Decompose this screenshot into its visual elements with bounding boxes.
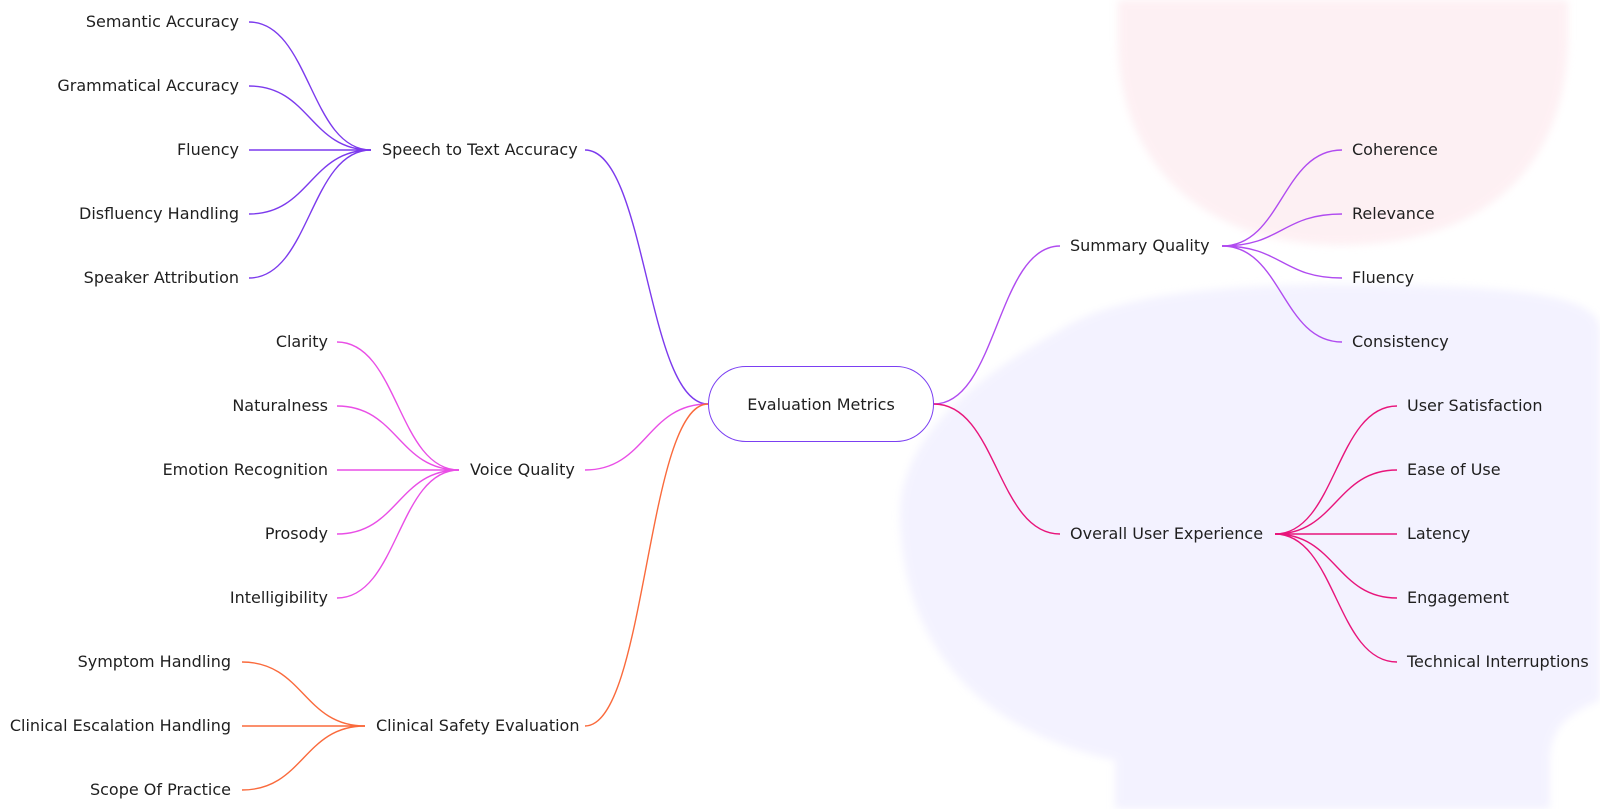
leaf-link-1-0 — [336, 341, 460, 471]
leaf-link-1-1 — [336, 405, 460, 471]
leaf-link-2-0 — [241, 661, 366, 727]
leaf-link-0-3 — [248, 149, 372, 215]
branch-overall-user-experience[interactable]: Overall User Experience — [1070, 524, 1264, 543]
leaf-link-3-2 — [1221, 245, 1343, 279]
leaf-link-3-1 — [1221, 213, 1343, 247]
leaf-link-2-2 — [241, 725, 366, 791]
leaf-consistency[interactable]: Consistency — [1352, 332, 1449, 351]
leaf-link-3-0 — [1221, 149, 1343, 247]
root-link-2 — [584, 403, 709, 727]
leaf-grammatical-accuracy[interactable]: Grammatical Accuracy — [57, 76, 239, 95]
leaf-clarity[interactable]: Clarity — [275, 332, 328, 351]
leaf-link-4-4 — [1274, 533, 1398, 663]
leaf-scope-of-practice[interactable]: Scope Of Practice — [89, 780, 231, 799]
root-node[interactable]: Evaluation Metrics — [708, 366, 934, 442]
leaf-speaker-attribution[interactable]: Speaker Attribution — [83, 268, 239, 287]
leaf-coherence[interactable]: Coherence — [1352, 140, 1438, 159]
leaf-engagement[interactable]: Engagement — [1407, 588, 1510, 607]
leaf-symptom-handling[interactable]: Symptom Handling — [77, 652, 231, 671]
leaf-clinical-escalation-handling[interactable]: Clinical Escalation Handling — [9, 716, 231, 735]
leaf-intelligibility[interactable]: Intelligibility — [229, 588, 328, 607]
leaf-link-3-3 — [1221, 245, 1343, 343]
leaf-prosody[interactable]: Prosody — [264, 524, 328, 543]
leaf-ease-of-use[interactable]: Ease of Use — [1407, 460, 1501, 479]
leaf-link-0-4 — [248, 149, 372, 279]
root-link-0 — [584, 149, 709, 405]
branch-clinical-safety-evaluation[interactable]: Clinical Safety Evaluation — [376, 716, 580, 735]
leaf-fluency[interactable]: Fluency — [176, 140, 239, 159]
branch-summary-quality[interactable]: Summary Quality — [1070, 236, 1210, 255]
leaf-semantic-accuracy[interactable]: Semantic Accuracy — [85, 12, 239, 31]
leaf-link-4-1 — [1274, 469, 1398, 535]
pink-blob — [1118, 0, 1568, 245]
leaf-emotion-recognition[interactable]: Emotion Recognition — [162, 460, 328, 479]
leaf-technical-interruptions[interactable]: Technical Interruptions — [1407, 652, 1589, 671]
root-link-3 — [933, 245, 1061, 405]
leaf-relevance[interactable]: Relevance — [1352, 204, 1435, 223]
leaf-disfluency-handling[interactable]: Disfluency Handling — [79, 204, 239, 223]
leaf-link-0-0 — [248, 21, 372, 151]
leaf-latency[interactable]: Latency — [1407, 524, 1471, 543]
root-link-4 — [933, 403, 1061, 535]
branch-speech-to-text-accuracy[interactable]: Speech to Text Accuracy — [382, 140, 578, 159]
leaf-link-4-3 — [1274, 533, 1398, 599]
lavender-blob — [899, 284, 1600, 809]
leaf-user-satisfaction[interactable]: User Satisfaction — [1407, 396, 1543, 415]
root-label: Evaluation Metrics — [747, 394, 895, 414]
leaf-naturalness[interactable]: Naturalness — [232, 396, 328, 415]
branch-voice-quality[interactable]: Voice Quality — [470, 460, 575, 479]
leaf-link-0-1 — [248, 85, 372, 151]
root-link-1 — [584, 403, 709, 471]
leaf-link-1-3 — [336, 469, 460, 535]
leaf-link-4-0 — [1274, 405, 1398, 535]
leaf-link-1-4 — [336, 469, 460, 599]
leaf-fluency-summary[interactable]: Fluency — [1352, 268, 1415, 287]
